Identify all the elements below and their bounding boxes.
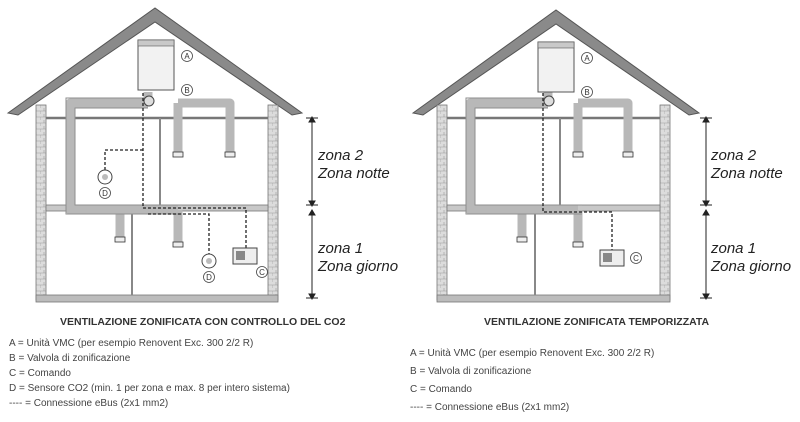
zone-bracket xyxy=(306,116,318,300)
legend: A = Unità VMC (per esempio Renovent Exc.… xyxy=(410,348,654,413)
caption: VENTILAZIONE ZONIFICATA CON CONTROLLO DE… xyxy=(60,316,346,328)
zone-bracket xyxy=(700,116,712,300)
vmc-unit-a xyxy=(137,39,175,91)
ground-floor xyxy=(436,294,671,303)
diffusers xyxy=(516,151,634,248)
zone-2-sublabel: Zona notte xyxy=(317,165,390,182)
left-wall xyxy=(35,104,47,301)
caption: VENTILAZIONE ZONIFICATA TEMPORIZZATA xyxy=(484,316,710,328)
duct-outline xyxy=(465,97,582,215)
legend-item: ---- = Connessione eBus (2x1 mm2) xyxy=(9,398,168,409)
svg-text:B: B xyxy=(184,86,189,95)
duct-network xyxy=(465,92,633,245)
zone-valve-b xyxy=(543,95,555,107)
zone-2-label: zona 2 xyxy=(710,147,757,164)
duct-outline xyxy=(65,97,182,215)
zone-2-label: zona 2 xyxy=(317,147,364,164)
zone-valve-b xyxy=(143,95,155,107)
ground-floor xyxy=(35,294,279,303)
left-wall xyxy=(436,104,448,301)
zone-2-sublabel: Zona notte xyxy=(710,165,783,182)
roof xyxy=(411,9,701,116)
svg-text:A: A xyxy=(584,54,590,63)
component-tags: A B C xyxy=(581,52,642,264)
legend-item: B = Valvola di zonificazione xyxy=(410,366,532,377)
svg-text:C: C xyxy=(259,268,265,277)
legend-item: C = Comando xyxy=(9,368,71,379)
right-wall xyxy=(659,104,671,301)
svg-text:A: A xyxy=(184,52,190,61)
legend-item: ---- = Connessione eBus (2x1 mm2) xyxy=(410,402,569,413)
ebus-line xyxy=(104,93,247,255)
legend-item: C = Comando xyxy=(410,384,472,395)
house-right: A B C zona 2 Zona notte zona 1 Zona gior… xyxy=(410,9,791,413)
house-left: A B C D D zona 2 Zona notte zona 1 Zona … xyxy=(6,7,398,409)
zone-1-label: zona 1 xyxy=(317,240,363,257)
vmc-unit-a xyxy=(537,41,575,93)
zone-1-label: zona 1 xyxy=(710,240,756,257)
svg-text:D: D xyxy=(206,273,212,282)
svg-text:B: B xyxy=(584,88,589,97)
legend-item: A = Unità VMC (per esempio Renovent Exc.… xyxy=(410,348,654,359)
right-wall xyxy=(267,104,279,301)
svg-text:D: D xyxy=(102,189,108,198)
legend-item: A = Unità VMC (per esempio Renovent Exc.… xyxy=(9,338,253,349)
duct-network xyxy=(65,92,235,245)
zone-1-sublabel: Zona giorno xyxy=(710,258,791,275)
ebus-line xyxy=(542,93,613,250)
legend-item: B = Valvola di zonificazione xyxy=(9,353,131,364)
svg-text:C: C xyxy=(633,254,639,263)
roof xyxy=(6,7,304,116)
legend: A = Unità VMC (per esempio Renovent Exc.… xyxy=(9,338,290,409)
diffusers xyxy=(114,151,236,248)
legend-item: D = Sensore CO2 (min. 1 per zona e max. … xyxy=(9,383,290,394)
zone-1-sublabel: Zona giorno xyxy=(317,258,398,275)
component-tags: A B C D D xyxy=(99,50,268,283)
